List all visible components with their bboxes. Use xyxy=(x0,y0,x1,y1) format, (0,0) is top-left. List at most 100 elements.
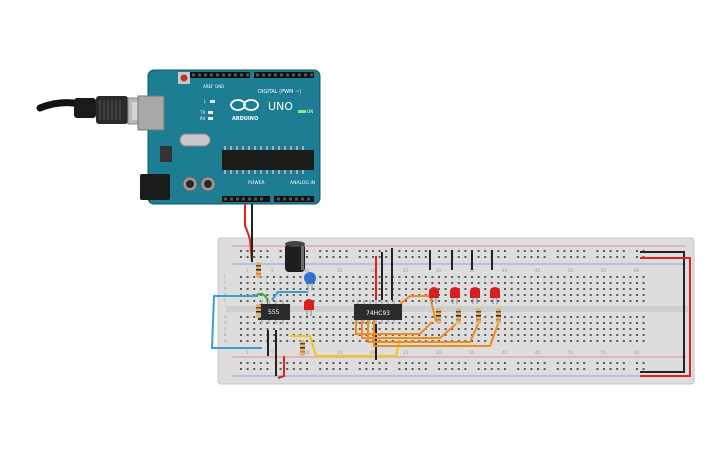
breadboard-hole[interactable] xyxy=(332,362,335,364)
breadboard-hole[interactable] xyxy=(464,362,467,364)
breadboard-hole[interactable] xyxy=(339,276,341,278)
breadboard-hole[interactable] xyxy=(286,300,289,302)
breadboard-hole[interactable] xyxy=(477,250,480,252)
breadboard-hole[interactable] xyxy=(352,334,355,336)
breadboard-hole[interactable] xyxy=(365,276,368,278)
breadboard-hole[interactable] xyxy=(246,288,249,290)
breadboard-hole[interactable] xyxy=(543,288,546,290)
breadboard-hole[interactable] xyxy=(240,368,242,370)
breadboard-hole[interactable] xyxy=(530,250,533,252)
breadboard-hole[interactable] xyxy=(378,250,381,252)
breadboard-hole[interactable] xyxy=(576,340,579,342)
breadboard-hole[interactable] xyxy=(259,368,262,370)
breadboard-hole[interactable] xyxy=(603,362,605,364)
breadboard-hole[interactable] xyxy=(563,300,566,302)
breadboard-hole[interactable] xyxy=(444,256,447,258)
breadboard-hole[interactable] xyxy=(378,294,381,296)
breadboard-hole[interactable] xyxy=(504,316,506,318)
breadboard-hole[interactable] xyxy=(358,276,361,278)
breadboard-hole[interactable] xyxy=(504,294,506,296)
wire-green[interactable] xyxy=(255,292,269,320)
breadboard-hole[interactable] xyxy=(636,368,638,370)
breadboard-hole[interactable] xyxy=(484,294,487,296)
breadboard-hole[interactable] xyxy=(596,288,599,290)
breadboard-hole[interactable] xyxy=(622,362,625,364)
wire-rail-black-right[interactable] xyxy=(640,251,685,373)
breadboard-hole[interactable] xyxy=(438,282,440,284)
breadboard-hole[interactable] xyxy=(622,322,625,324)
breadboard-hole[interactable] xyxy=(603,340,605,342)
breadboard-hole[interactable] xyxy=(391,322,394,324)
breadboard-hole[interactable] xyxy=(497,256,500,258)
breadboard-hole[interactable] xyxy=(477,328,480,330)
breadboard-hole[interactable] xyxy=(240,250,242,252)
breadboard-hole[interactable] xyxy=(246,328,249,330)
breadboard-hole[interactable] xyxy=(405,276,407,278)
breadboard-hole[interactable] xyxy=(556,250,559,252)
breadboard-hole[interactable] xyxy=(332,250,335,252)
breadboard-hole[interactable] xyxy=(451,316,454,318)
breadboard-hole[interactable] xyxy=(609,282,612,284)
resistor-1[interactable] xyxy=(256,262,261,278)
breadboard-hole[interactable] xyxy=(444,368,447,370)
breadboard-hole[interactable] xyxy=(504,250,506,252)
breadboard-hole[interactable] xyxy=(497,368,500,370)
counter-74hc93-chip[interactable]: 74HC93 xyxy=(354,300,402,324)
breadboard-hole[interactable] xyxy=(365,322,368,324)
led-2[interactable] xyxy=(450,287,460,304)
breadboard-hole[interactable] xyxy=(378,276,381,278)
breadboard-hole[interactable] xyxy=(603,282,605,284)
breadboard-hole[interactable] xyxy=(563,294,566,296)
breadboard-hole[interactable] xyxy=(550,276,553,278)
breadboard-hole[interactable] xyxy=(563,368,566,370)
breadboard-hole[interactable] xyxy=(464,250,467,252)
breadboard-hole[interactable] xyxy=(510,316,513,318)
breadboard-hole[interactable] xyxy=(352,340,355,342)
breadboard-hole[interactable] xyxy=(339,300,341,302)
breadboard-hole[interactable] xyxy=(253,322,256,324)
breadboard-hole[interactable] xyxy=(339,362,341,364)
wire-orange-3[interactable] xyxy=(367,318,479,343)
breadboard-hole[interactable] xyxy=(259,294,262,296)
breadboard-hole[interactable] xyxy=(378,322,381,324)
breadboard-hole[interactable] xyxy=(385,282,388,284)
breadboard-hole[interactable] xyxy=(431,276,434,278)
breadboard-hole[interactable] xyxy=(510,322,513,324)
breadboard-hole[interactable] xyxy=(484,276,487,278)
breadboard-hole[interactable] xyxy=(345,340,348,342)
breadboard-hole[interactable] xyxy=(259,328,262,330)
breadboard-hole[interactable] xyxy=(497,362,500,364)
breadboard-hole[interactable] xyxy=(576,282,579,284)
breadboard-hole[interactable] xyxy=(259,362,262,364)
wire-orange-5[interactable] xyxy=(355,318,433,335)
breadboard-hole[interactable] xyxy=(339,256,341,258)
breadboard-hole[interactable] xyxy=(405,256,407,258)
breadboard-hole[interactable] xyxy=(636,316,638,318)
breadboard-hole[interactable] xyxy=(530,328,533,330)
breadboard-hole[interactable] xyxy=(398,300,401,302)
breadboard-hole[interactable] xyxy=(325,294,328,296)
breadboard-hole[interactable] xyxy=(523,368,526,370)
breadboard-hole[interactable] xyxy=(510,276,513,278)
breadboard-hole[interactable] xyxy=(484,362,487,364)
breadboard-hole[interactable] xyxy=(286,294,289,296)
breadboard-hole[interactable] xyxy=(345,256,348,258)
breadboard-hole[interactable] xyxy=(576,294,579,296)
breadboard-hole[interactable] xyxy=(339,282,341,284)
breadboard-hole[interactable] xyxy=(477,340,480,342)
breadboard-hole[interactable] xyxy=(424,300,427,302)
breadboard-hole[interactable] xyxy=(530,316,533,318)
breadboard-hole[interactable] xyxy=(609,294,612,296)
wire-rail-red-right[interactable] xyxy=(640,257,691,377)
breadboard-hole[interactable] xyxy=(286,282,289,284)
breadboard-hole[interactable] xyxy=(636,250,638,252)
breadboard-hole[interactable] xyxy=(543,322,546,324)
breadboard-hole[interactable] xyxy=(530,256,533,258)
breadboard-hole[interactable] xyxy=(609,250,612,252)
breadboard-hole[interactable] xyxy=(543,316,546,318)
breadboard-hole[interactable] xyxy=(398,362,401,364)
breadboard-hole[interactable] xyxy=(444,288,447,290)
breadboard-hole[interactable] xyxy=(636,300,638,302)
breadboard-hole[interactable] xyxy=(286,328,289,330)
breadboard-hole[interactable] xyxy=(622,256,625,258)
